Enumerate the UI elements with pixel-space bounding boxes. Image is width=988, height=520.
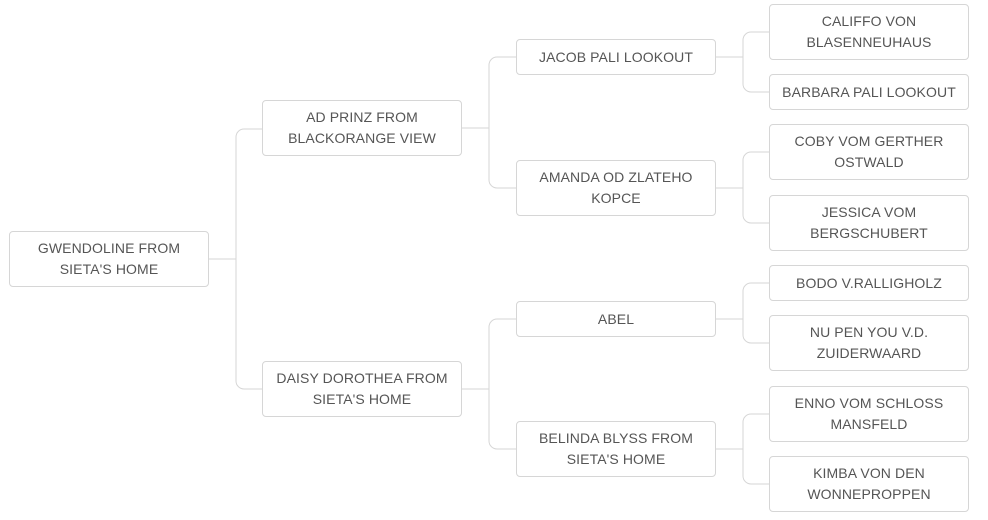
node-label: ABEL xyxy=(597,310,635,327)
connector-grandparent-2 xyxy=(716,151,769,224)
connector-grandparent-4 xyxy=(716,413,769,485)
connector-parent-2 xyxy=(462,318,516,450)
pedigree-node-great-grandparent-6[interactable]: NU PEN YOU V.D.ZUIDERWAARD xyxy=(769,315,969,371)
node-label: NU PEN YOU V.D.ZUIDERWAARD xyxy=(809,324,929,361)
pedigree-node-great-grandparent-2[interactable]: BARBARA PALI LOOKOUT xyxy=(769,74,969,110)
connector-grandparent-1 xyxy=(716,31,769,93)
connector-parent-1 xyxy=(462,56,516,189)
connector-root xyxy=(209,128,262,390)
pedigree-node-great-grandparent-5[interactable]: BODO V.RALLIGHOLZ xyxy=(769,265,969,301)
node-label: BARBARA PALI LOOKOUT xyxy=(782,83,956,100)
node-label: JACOB PALI LOOKOUT xyxy=(538,48,694,65)
connector-grandparent-3 xyxy=(716,282,769,344)
pedigree-node-grandparent-1[interactable]: JACOB PALI LOOKOUT xyxy=(516,39,716,75)
node-label: BODO V.RALLIGHOLZ xyxy=(796,274,942,291)
pedigree-node-grandparent-3[interactable]: ABEL xyxy=(516,301,716,337)
